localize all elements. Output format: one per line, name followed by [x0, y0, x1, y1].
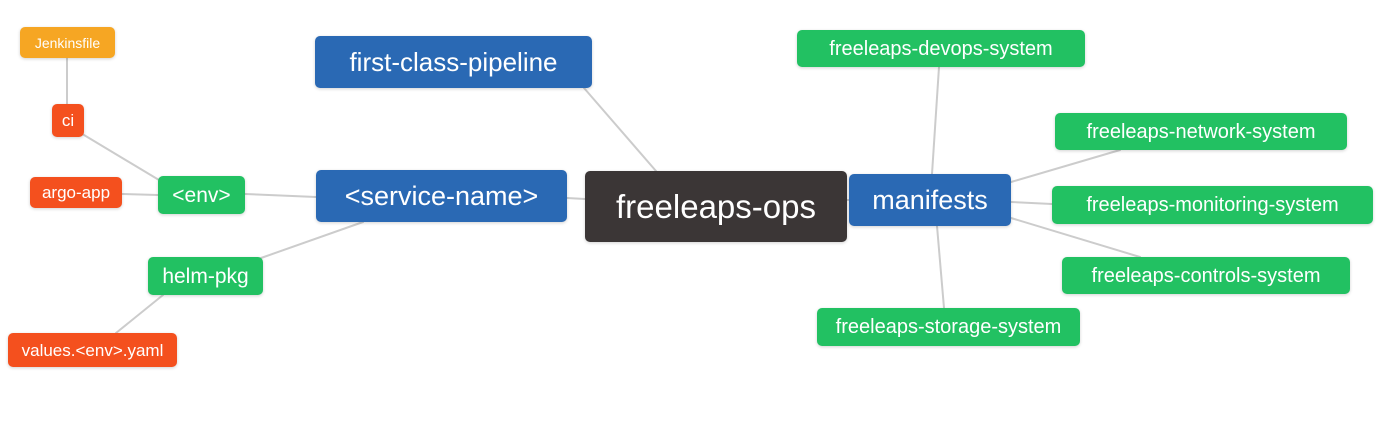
node-freeleaps-storage-system[interactable]: freeleaps-storage-system: [817, 308, 1080, 346]
node-service-name[interactable]: <service-name>: [316, 170, 567, 222]
node-argo-app[interactable]: argo-app: [30, 177, 122, 208]
edge-manifests-to-freeleaps-controls-system: [1010, 217, 1141, 258]
node-helm-pkg[interactable]: helm-pkg: [148, 257, 263, 295]
node-freeleaps-network-system[interactable]: freeleaps-network-system: [1055, 113, 1347, 150]
node-jenkinsfile[interactable]: Jenkinsfile: [20, 27, 115, 58]
node-ci[interactable]: ci: [52, 104, 84, 137]
edge-first-class-pipeline-to-freeleaps-ops: [583, 87, 657, 172]
edge-helm-pkg-to-values-env-yaml: [115, 294, 164, 334]
node-manifests[interactable]: manifests: [849, 174, 1011, 226]
node-freeleaps-ops[interactable]: freeleaps-ops: [585, 171, 847, 242]
node-freeleaps-monitoring-system[interactable]: freeleaps-monitoring-system: [1052, 186, 1373, 224]
node-freeleaps-controls-system[interactable]: freeleaps-controls-system: [1062, 257, 1350, 294]
edge-ci-to-env: [83, 134, 160, 181]
edge-env-to-service-name: [244, 193, 317, 198]
edge-manifests-to-freeleaps-monitoring-system: [1010, 201, 1053, 205]
node-freeleaps-devops-system[interactable]: freeleaps-devops-system: [797, 30, 1085, 67]
edge-service-name-to-freeleaps-ops: [566, 197, 586, 200]
node-first-class-pipeline[interactable]: first-class-pipeline: [315, 36, 592, 88]
edge-argo-app-to-env: [121, 193, 159, 196]
edge-manifests-to-freeleaps-devops-system: [931, 66, 940, 175]
edge-manifests-to-freeleaps-network-system: [1010, 149, 1121, 183]
node-env[interactable]: <env>: [158, 176, 245, 214]
edge-manifests-to-freeleaps-storage-system: [936, 225, 945, 309]
node-values-env-yaml[interactable]: values.<env>.yaml: [8, 333, 177, 367]
edge-service-name-to-helm-pkg: [260, 221, 364, 259]
